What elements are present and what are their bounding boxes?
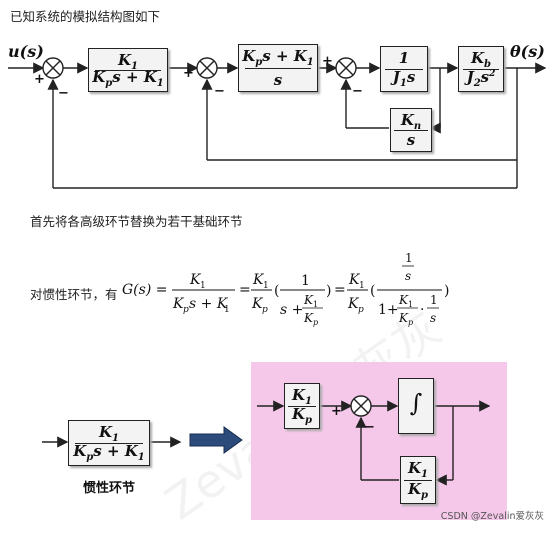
svg-text:1: 1 bbox=[224, 305, 230, 315]
svg-text:1: 1 bbox=[263, 281, 269, 291]
sum3-plus: + bbox=[322, 54, 333, 69]
equivalent-wires bbox=[257, 395, 491, 486]
svg-text:(: ( bbox=[274, 283, 279, 299]
svg-text:K: K bbox=[303, 311, 314, 325]
svg-text:K: K bbox=[347, 296, 360, 312]
inertia-label: 惯性环节 bbox=[83, 481, 136, 496]
block-k1-over-kp-feedback: K1 Kp bbox=[400, 456, 436, 504]
block-k1-over-kp: K1 Kp bbox=[284, 383, 320, 429]
svg-text:p: p bbox=[408, 318, 413, 327]
svg-text:1: 1 bbox=[408, 300, 413, 309]
svg-text:K: K bbox=[251, 296, 264, 312]
svg-text:1: 1 bbox=[313, 300, 318, 309]
svg-text:=: = bbox=[334, 282, 346, 298]
svg-text:s: s bbox=[430, 311, 436, 325]
svg-text:=: = bbox=[239, 282, 251, 298]
svg-text:1: 1 bbox=[430, 293, 438, 307]
sum1-minus: − bbox=[58, 86, 69, 101]
svg-text:): ) bbox=[326, 283, 331, 299]
block-integrator: ∫ bbox=[398, 378, 434, 434]
block-j2: Kb J2s2 bbox=[458, 46, 504, 92]
eq-sum-plus: + bbox=[331, 404, 342, 419]
block-inertia: K1 Kps + K1 bbox=[88, 48, 168, 92]
block-inertia-single: K1 Kps + K1 bbox=[68, 420, 150, 466]
svg-text:s: s bbox=[405, 269, 411, 283]
svg-text:K: K bbox=[398, 311, 409, 325]
csdn-watermark: CSDN @Zevalin爱灰灰 bbox=[440, 511, 544, 522]
output-label: θ(s) bbox=[510, 42, 545, 61]
block-kn: Kn s bbox=[390, 108, 432, 152]
svg-text:K: K bbox=[303, 293, 314, 307]
eq-sum-minus: − bbox=[364, 420, 375, 435]
svg-text:K: K bbox=[348, 272, 361, 288]
svg-text:p: p bbox=[313, 318, 318, 327]
svg-text:p: p bbox=[358, 305, 364, 315]
svg-text:): ) bbox=[444, 283, 449, 299]
svg-text:K: K bbox=[252, 272, 265, 288]
svg-text:K: K bbox=[189, 272, 202, 288]
svg-text:1: 1 bbox=[405, 251, 413, 265]
svg-text:K: K bbox=[172, 296, 185, 312]
svg-text:s + K: s + K bbox=[189, 296, 229, 312]
page-title: 已知系统的模拟结构图如下 bbox=[10, 9, 161, 24]
svg-text:p: p bbox=[183, 305, 189, 315]
svg-text:1: 1 bbox=[200, 281, 206, 291]
sum2-minus: − bbox=[214, 84, 225, 99]
svg-text:·: · bbox=[420, 302, 424, 318]
svg-text:1: 1 bbox=[301, 273, 310, 289]
integral-icon: ∫ bbox=[409, 389, 423, 417]
transform-arrow-icon bbox=[189, 426, 243, 454]
inertia-wires bbox=[42, 436, 182, 448]
input-label: u(s) bbox=[8, 42, 44, 61]
sum1-plus: + bbox=[34, 72, 45, 87]
svg-text:s +: s + bbox=[280, 302, 303, 318]
svg-text:G(s) =: G(s) = bbox=[122, 282, 167, 298]
sum3-minus: − bbox=[352, 84, 363, 99]
block-j1: 1 J1s bbox=[380, 46, 428, 92]
svg-text:p: p bbox=[262, 305, 268, 315]
block-pi: Kps + K1 s bbox=[238, 44, 318, 92]
svg-text:1: 1 bbox=[359, 281, 365, 291]
svg-text:K: K bbox=[398, 293, 409, 307]
svg-text:1+: 1+ bbox=[378, 302, 399, 318]
main-diagram-wires bbox=[8, 57, 547, 189]
sum2-plus: + bbox=[183, 66, 194, 81]
svg-text:(: ( bbox=[370, 283, 375, 299]
equation-prefix: 对惯性环节，有 bbox=[30, 287, 118, 302]
section2-title: 首先将各高级环节替换为若干基础环节 bbox=[30, 214, 243, 229]
